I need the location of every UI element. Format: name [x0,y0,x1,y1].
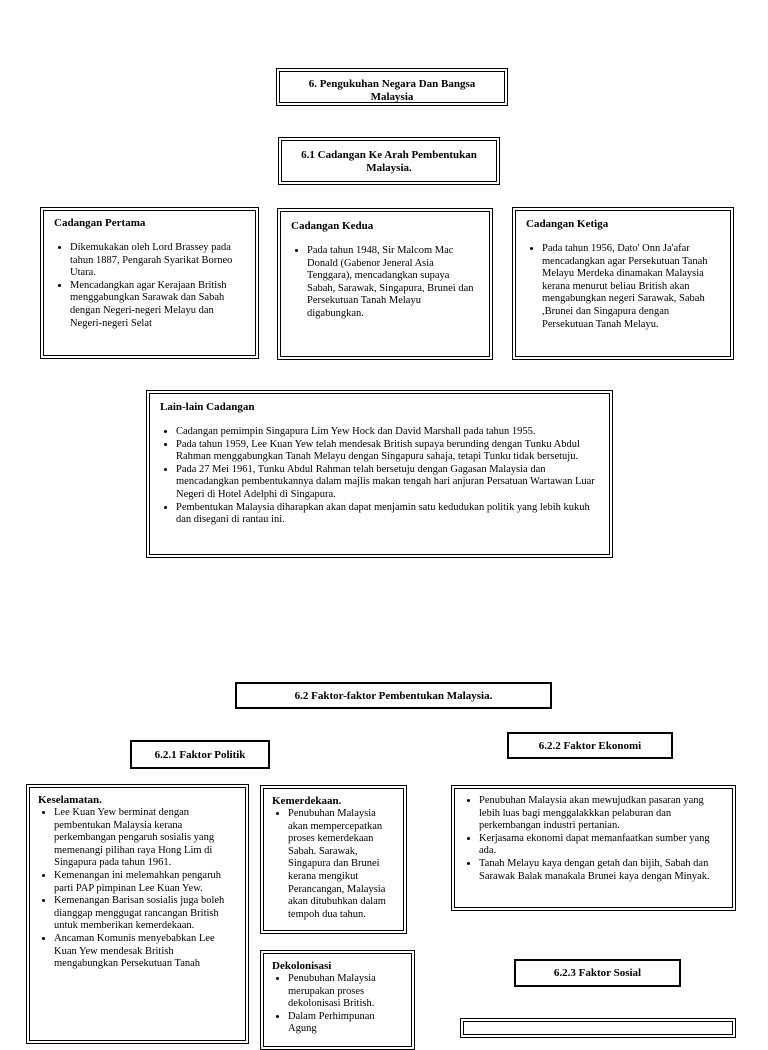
list-item: Pada tahun 1956, Dato' Onn Ja'afar menca… [542,243,720,331]
kemerdekaan-list: Penubuhan Malaysia akan mempercepatkan p… [272,808,395,921]
lain-lain-heading: Lain-lain Cadangan [160,401,255,413]
list-item: Penubuhan Malaysia merupakan proses deko… [288,973,403,1011]
faktor-sosial-label: 6.2.3 Faktor Sosial [553,967,642,979]
list-item: Kerjasama ekonomi dapat memanfaatkan sum… [479,833,724,858]
main-title: 6. Pengukuhan Negara Dan Bangsa Malaysia [308,78,476,103]
dekolonisasi-heading: Dekolonisasi [272,960,332,972]
dekolonisasi-list: Penubuhan Malaysia merupakan proses deko… [272,973,403,1036]
list-item: Kemenangan ini melemahkan pengaruh parti… [54,870,237,895]
ekonomi-list: Penubuhan Malaysia akan mewujudkan pasar… [463,795,724,883]
faktor-politik-label-box: 6.2.1 Faktor Politik [130,740,270,769]
lain-lain-list: Cadangan pemimpin Singapura Lim Yew Hock… [160,426,599,527]
dekolonisasi-box: Dekolonisasi Penubuhan Malaysia merupaka… [260,950,415,1050]
section-61-title-box: 6.1 Cadangan Ke Arah Pembentukan Malaysi… [278,137,500,185]
list-item: Pada tahun 1948, Sir Malcom Mac Donald (… [307,245,479,321]
list-item: Penubuhan Malaysia akan mewujudkan pasar… [479,795,724,833]
list-item: Pembentukan Malaysia diharapkan akan dap… [176,502,599,527]
cadangan-ketiga-heading: Cadangan Ketiga [526,218,609,230]
faktor-sosial-box [460,1018,736,1038]
list-item: Dikemukakan oleh Lord Brassey pada tahun… [70,242,245,280]
list-item: Lee Kuan Yew berminat dengan pembentukan… [54,807,237,870]
cadangan-pertama-list: Dikemukakan oleh Lord Brassey pada tahun… [54,242,245,330]
section-62-title: 6.2 Faktor-faktor Pembentukan Malaysia. [294,690,493,702]
cadangan-kedua-heading: Cadangan Kedua [291,220,374,232]
list-item: Penubuhan Malaysia akan mempercepatkan p… [288,808,395,921]
cadangan-kedua-list: Pada tahun 1948, Sir Malcom Mac Donald (… [291,245,479,321]
lain-lain-cadangan-box: Lain-lain Cadangan Cadangan pemimpin Sin… [146,390,613,558]
kemerdekaan-box: Kemerdekaan. Penubuhan Malaysia akan mem… [260,785,407,934]
list-item: Cadangan pemimpin Singapura Lim Yew Hock… [176,426,599,439]
list-item: Kemenangan Barisan sosialis juga boleh d… [54,895,237,933]
faktor-ekonomi-label: 6.2.2 Faktor Ekonomi [538,740,642,752]
faktor-ekonomi-box: Penubuhan Malaysia akan mewujudkan pasar… [451,785,736,911]
section-61-title: 6.1 Cadangan Ke Arah Pembentukan Malaysi… [301,149,477,174]
cadangan-ketiga-list: Pada tahun 1956, Dato' Onn Ja'afar menca… [526,243,720,331]
section-62-title-box: 6.2 Faktor-faktor Pembentukan Malaysia. [235,682,552,709]
cadangan-kedua-box: Cadangan Kedua Pada tahun 1948, Sir Malc… [277,208,493,360]
cadangan-pertama-heading: Cadangan Pertama [54,217,146,229]
main-title-box: 6. Pengukuhan Negara Dan Bangsa Malaysia [276,68,508,106]
list-item: Ancaman Komunis menyebabkan Lee Kuan Yew… [54,933,237,971]
keselamatan-box: Keselamatan. Lee Kuan Yew berminat denga… [26,784,249,1044]
cadangan-pertama-box: Cadangan Pertama Dikemukakan oleh Lord B… [40,207,259,359]
faktor-politik-label: 6.2.1 Faktor Politik [154,749,246,761]
list-item: Pada tahun 1959, Lee Kuan Yew telah mend… [176,439,599,464]
list-item: Pada 27 Mei 1961, Tunku Abdul Rahman tel… [176,464,599,502]
keselamatan-list: Lee Kuan Yew berminat dengan pembentukan… [38,807,237,971]
cadangan-ketiga-box: Cadangan Ketiga Pada tahun 1956, Dato' O… [512,207,734,360]
keselamatan-heading: Keselamatan. [38,794,102,806]
kemerdekaan-heading: Kemerdekaan. [272,795,342,807]
list-item: Tanah Melayu kaya dengan getah dan bijih… [479,858,724,883]
list-item: Dalam Perhimpunan Agung [288,1011,403,1036]
faktor-ekonomi-label-box: 6.2.2 Faktor Ekonomi [507,732,673,759]
list-item: Mencadangkan agar Kerajaan British mengg… [70,280,245,330]
faktor-sosial-label-box: 6.2.3 Faktor Sosial [514,959,681,987]
